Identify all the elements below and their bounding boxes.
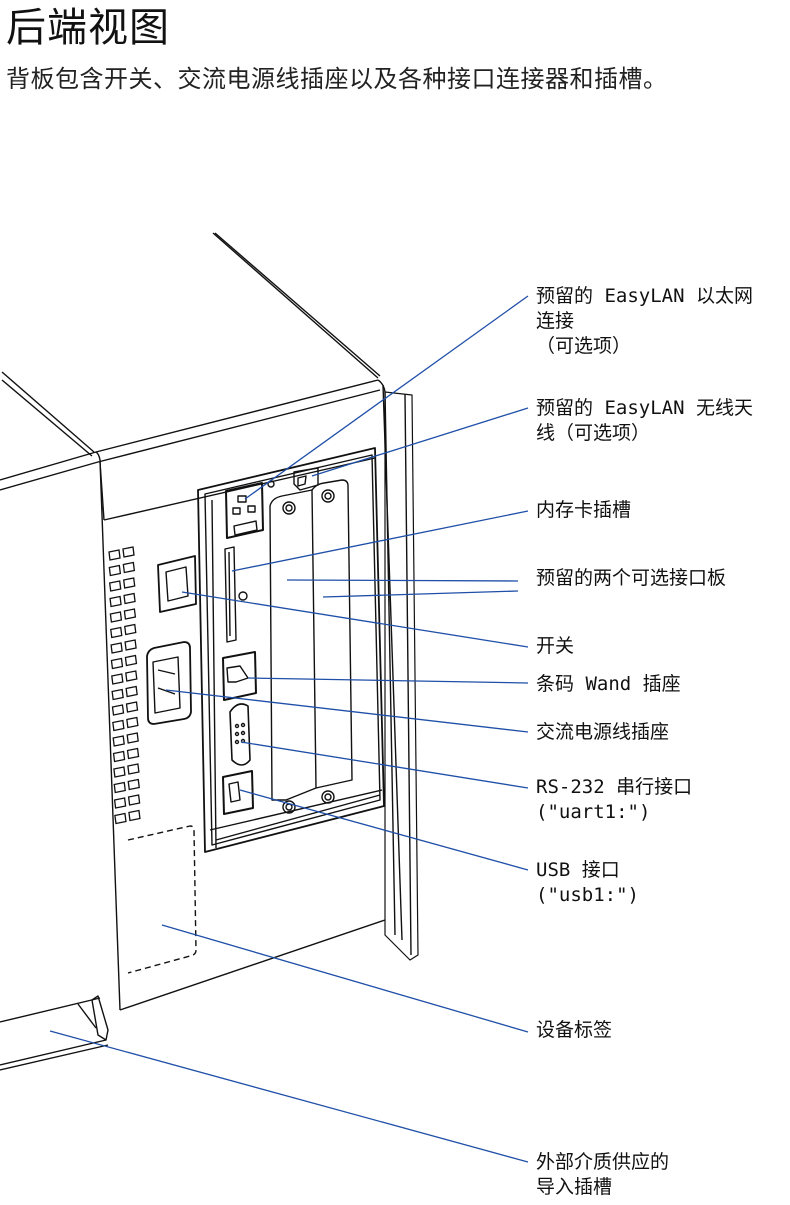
callout-wireless-line-1: 预留的 EasyLAN 无线天 (536, 397, 753, 419)
callout-ethernet-line-2: 连接 (536, 310, 575, 332)
callout-rs232-line-2: ("uart1:") (536, 801, 651, 823)
callout-memory-card-slot: 内存卡插槽 (536, 498, 631, 523)
vent-slot (125, 670, 138, 682)
vent-slot (128, 809, 141, 822)
callout-usb-line-2: ("usb1:") (536, 884, 639, 906)
callout-ethernet-line-3: （可选项） (536, 335, 632, 357)
vent-slot (127, 794, 141, 806)
vent-slot (109, 595, 122, 608)
vent-slot (124, 623, 137, 636)
leader-line-barcode-wand (247, 677, 529, 684)
vent-slot (113, 797, 127, 809)
vent-slot (126, 747, 140, 760)
vent-slot (110, 657, 124, 670)
vent-slot (113, 766, 126, 778)
callout-ethernet-line-1: 预留的 EasyLAN 以太网 (536, 285, 753, 307)
vent-slot (110, 626, 123, 639)
vent-slot (108, 580, 122, 592)
vent-slot (112, 719, 125, 732)
vent-slot (110, 642, 123, 654)
printer-body (0, 232, 419, 1071)
callout-power-switch: 开关 (536, 634, 574, 659)
vent-slot (111, 704, 125, 716)
vent-slot (124, 654, 138, 667)
vent-slot (123, 608, 137, 620)
callout-barcode-wand-line-1: 条码 Wand 插座 (536, 673, 681, 695)
leader-line-ac-power-socket (165, 689, 529, 733)
vent-slot (113, 781, 126, 794)
leader-line-ethernet (244, 295, 529, 500)
vent-slot (124, 639, 137, 651)
leader-line-rs232 (240, 741, 529, 789)
vent-slot (127, 763, 140, 775)
page-title: 后端视图 (6, 5, 170, 51)
callout-interface-boards: 预留的两个可选接口板 (536, 566, 726, 591)
callout-wireless-line-2: 线（可选项） (536, 422, 651, 444)
callout-media-slot: 外部介质供应的 导入插槽 (536, 1150, 669, 1200)
leader-line-wireless-antenna (311, 407, 529, 477)
vent-slot (108, 549, 121, 561)
callout-usb-line-1: USB 接口 (536, 859, 620, 881)
vent-slot (122, 577, 136, 589)
callout-ac-power-socket: 交流电源线插座 (536, 720, 669, 745)
callout-device-label: 设备标签 (536, 1018, 612, 1043)
vent-grid (108, 546, 141, 825)
leader-lines (49, 295, 529, 1163)
callout-wireless-antenna: 预留的 EasyLAN 无线天 线（可选项） (536, 396, 753, 446)
vent-slot (127, 778, 140, 791)
leader-line-power-switch (181, 591, 529, 648)
leader-line-interface-board-2 (322, 590, 519, 598)
vent-slot (125, 685, 138, 698)
vent-slot (123, 592, 136, 605)
leader-line-memory-card-slot (231, 510, 529, 572)
callout-interface-boards-line-1: 预留的两个可选接口板 (536, 567, 727, 589)
leader-line-device-label (161, 924, 529, 1033)
page-subtitle: 背板包含开关、交流电源线插座以及各种接口连接器和插槽。 (6, 65, 668, 93)
callout-rs232-line-1: RS-232 串行接口 (536, 776, 693, 798)
vent-slot (112, 750, 126, 763)
callout-device-label-line-1: 设备标签 (536, 1019, 613, 1041)
callout-memory-card-line-1: 内存卡插槽 (536, 499, 632, 521)
vent-slot (112, 735, 125, 747)
leader-line-interface-board-1 (286, 579, 519, 582)
vent-slot (126, 732, 139, 744)
callout-ac-power-line-1: 交流电源线插座 (536, 721, 670, 743)
callout-media-slot-line-2: 导入插槽 (536, 1176, 613, 1198)
callout-power-switch-line-1: 开关 (536, 635, 575, 657)
vent-slot (111, 673, 124, 685)
vent-slot (109, 611, 123, 623)
leader-line-usb (239, 789, 529, 871)
vent-slot (122, 561, 136, 574)
vent-slot (111, 688, 124, 701)
callout-media-slot-line-1: 外部介质供应的 (536, 1151, 670, 1173)
vent-slot (114, 812, 127, 825)
leader-line-media-slot (49, 1030, 529, 1163)
callout-ethernet: 预留的 EasyLAN 以太网 连接 （可选项） (536, 284, 753, 359)
vent-slot (122, 546, 135, 558)
callout-usb: USB 接口 ("usb1:") (536, 858, 639, 908)
callout-barcode-wand: 条码 Wand 插座 (536, 672, 681, 697)
callout-rs232: RS-232 串行接口 ("uart1:") (536, 775, 692, 825)
vent-slot (108, 564, 122, 577)
vent-slot (125, 701, 139, 713)
vent-slot (126, 716, 139, 729)
